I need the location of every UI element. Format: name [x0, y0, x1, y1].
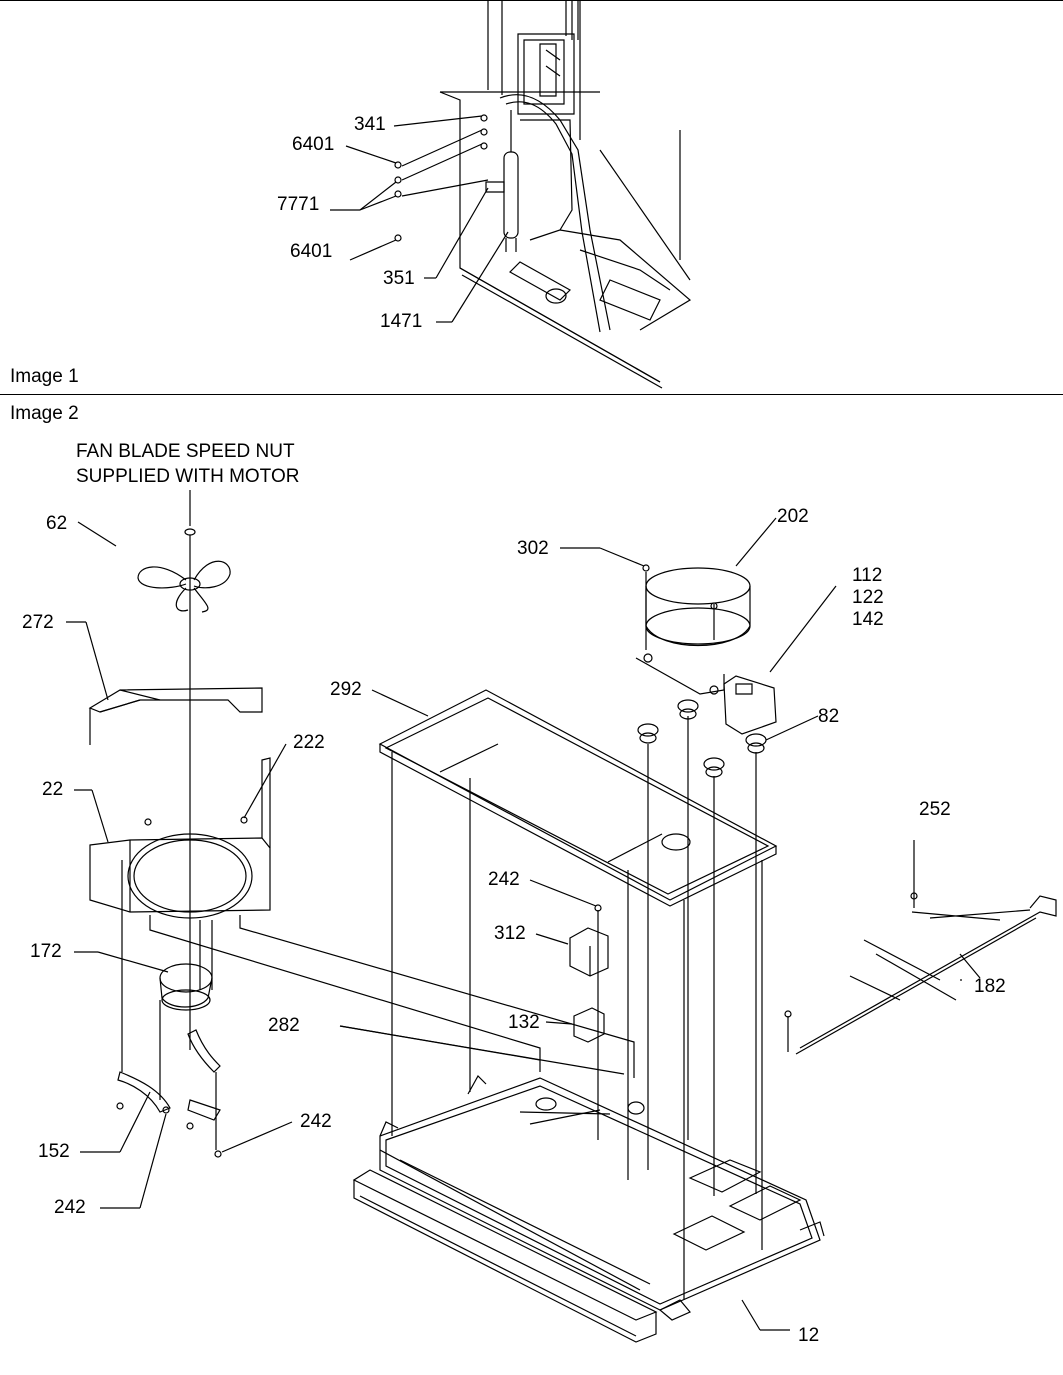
- image1-drawing: [0, 0, 1063, 395]
- callout-142: 142: [852, 609, 884, 630]
- relay-part: [570, 905, 608, 1140]
- callout-12: 12: [798, 1325, 820, 1346]
- callout-7771: 7771: [277, 194, 320, 215]
- callout-242-left: 242: [54, 1197, 86, 1218]
- callout-202: 202: [777, 506, 809, 527]
- callout-242-relay: 242: [488, 869, 520, 890]
- callout-22: 22: [42, 779, 64, 800]
- section-divider: [0, 394, 1063, 395]
- base-pan-part: [354, 1076, 824, 1342]
- fan-note-line2: SUPPLIED WITH MOTOR: [76, 466, 300, 487]
- callout-1471: 1471: [380, 311, 423, 332]
- callout-242-motor: 242: [300, 1111, 332, 1132]
- fan-motor-part: [160, 920, 212, 1010]
- fan-bracket-part: [90, 758, 270, 918]
- assembly-lines: [392, 716, 762, 1300]
- shroud-part: [90, 688, 262, 745]
- callout-341: 341: [354, 114, 386, 135]
- callout-152: 152: [38, 1141, 70, 1162]
- callout-282: 282: [268, 1015, 300, 1036]
- callout-112: 112: [852, 565, 883, 586]
- callout-351: 351: [383, 268, 415, 289]
- power-wire-harness: [785, 840, 1056, 1054]
- callout-272: 272: [22, 612, 54, 633]
- callout-132: 132: [508, 1012, 540, 1033]
- fan-note-line1: FAN BLADE SPEED NUT: [76, 441, 295, 462]
- callout-6401-upper: 6401: [292, 134, 335, 155]
- callout-292: 292: [330, 679, 362, 700]
- compressor-part: [636, 565, 776, 734]
- drain-pan-part: [380, 690, 776, 906]
- image2-caption: Image 2: [10, 403, 79, 424]
- callout-122: 122: [852, 587, 884, 608]
- callout-62: 62: [46, 513, 68, 534]
- callout-252: 252: [919, 799, 951, 820]
- callout-182: 182: [974, 976, 1006, 997]
- callout-172: 172: [30, 941, 62, 962]
- top-border: [0, 0, 1063, 1]
- callout-6401-lower: 6401: [290, 241, 333, 262]
- image1-caption: Image 1: [10, 366, 79, 387]
- motor-mount-part: [117, 860, 221, 1157]
- grommet-parts: [638, 700, 766, 777]
- callout-302: 302: [517, 538, 549, 559]
- callout-222: 222: [293, 732, 325, 753]
- fan-blade-part: [138, 529, 230, 1050]
- callout-82: 82: [818, 706, 840, 727]
- image2-leader-lines: [66, 490, 980, 1330]
- callout-312: 312: [494, 923, 526, 944]
